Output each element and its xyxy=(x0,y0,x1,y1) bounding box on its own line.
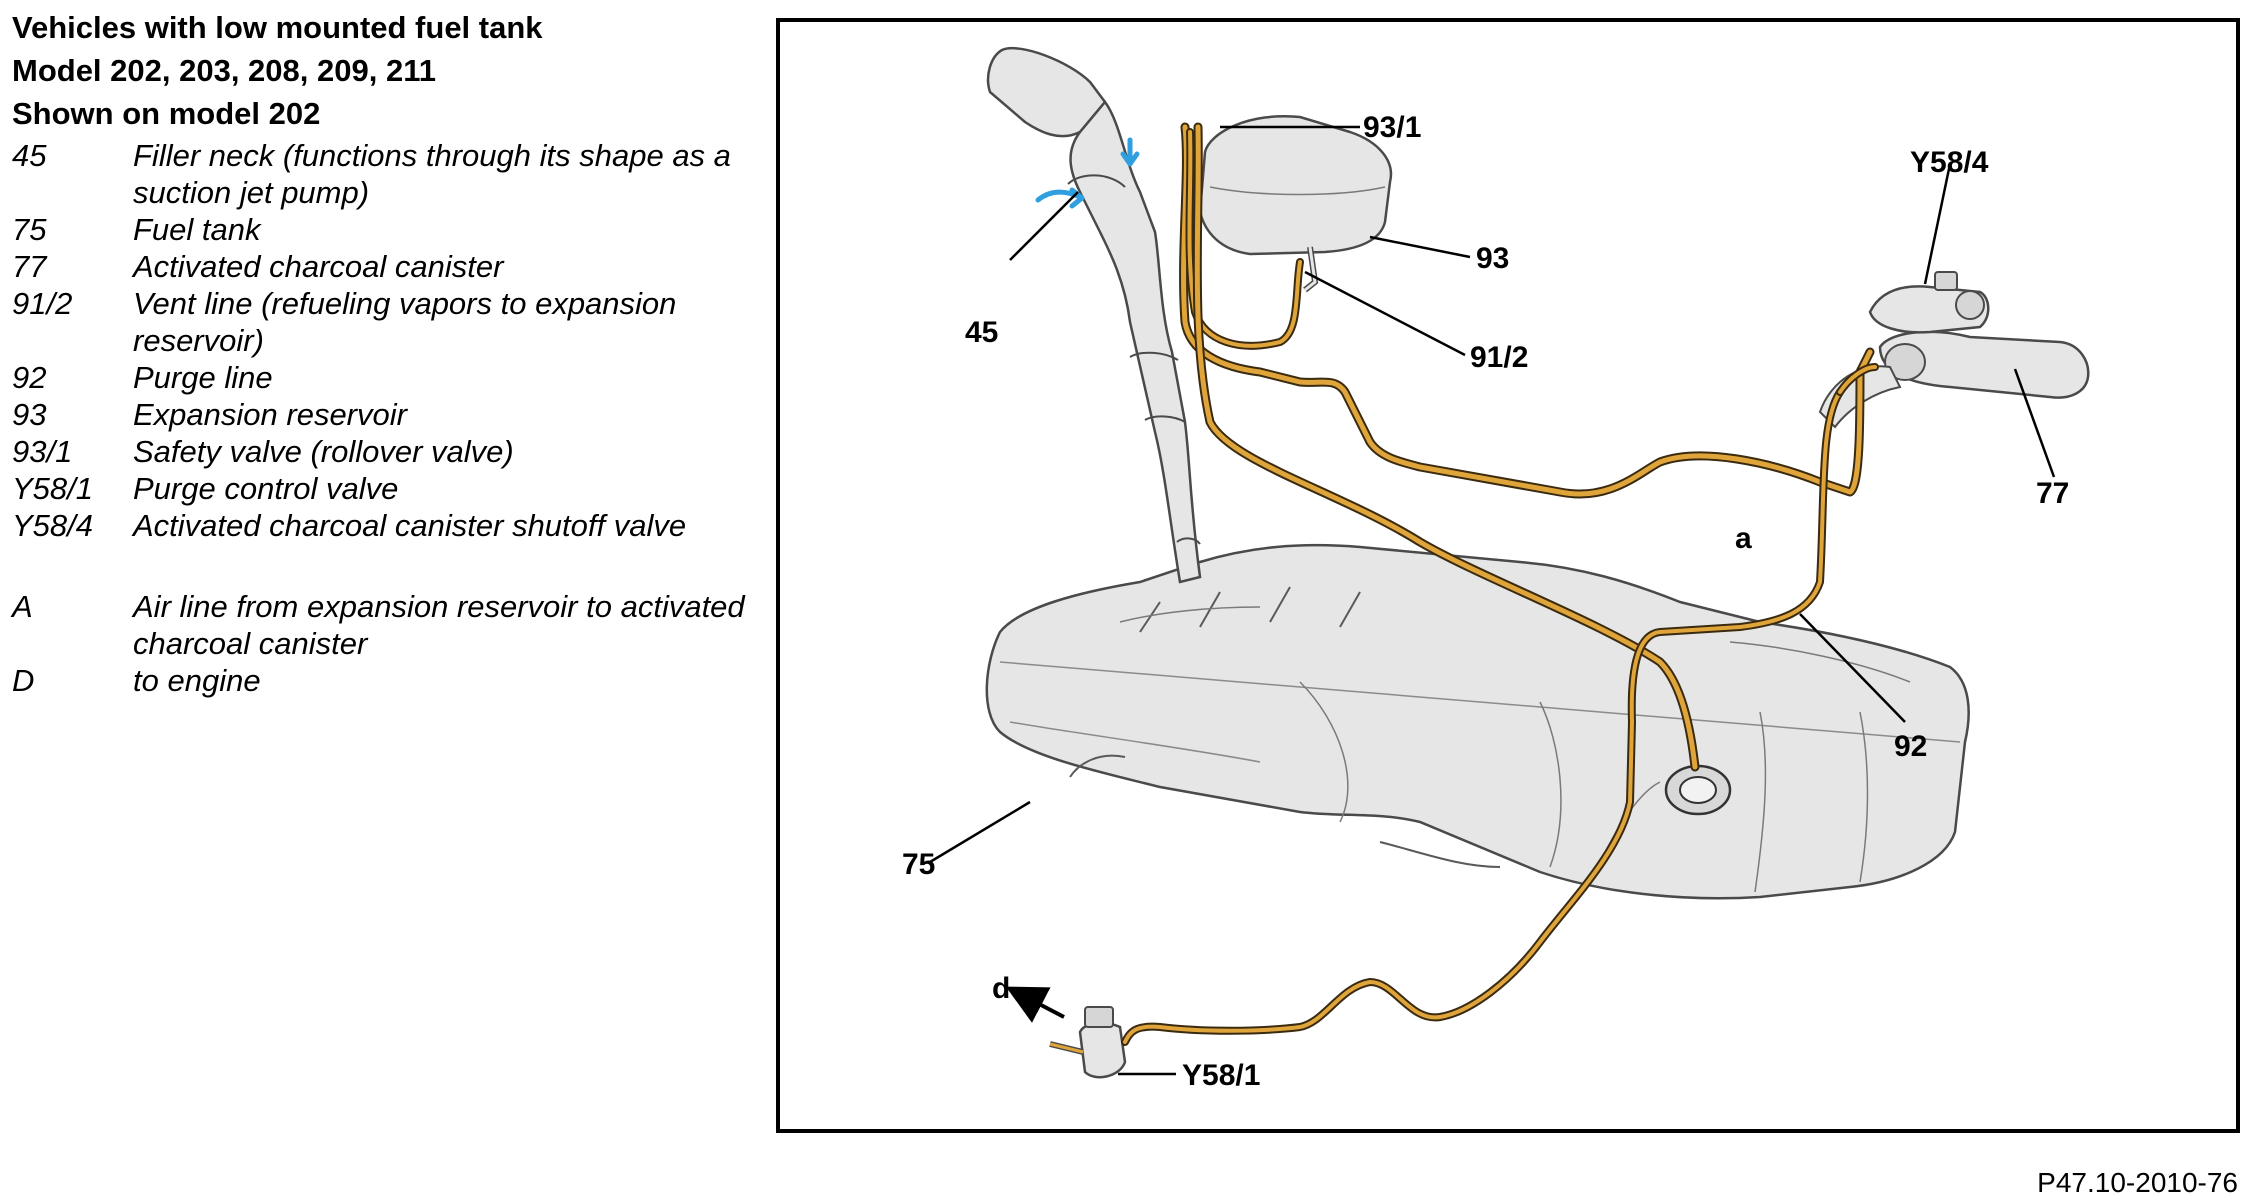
legend-key: Y58/4 xyxy=(12,508,94,543)
legend-heading-shown-on: Shown on model 202 xyxy=(12,96,321,131)
flow-arrow-icon xyxy=(1120,137,1140,167)
legend-description: Activated charcoal canister shutoff valv… xyxy=(133,508,687,543)
callout-93-1: 93/1 xyxy=(1363,111,1421,144)
callout-92: 92 xyxy=(1894,730,1927,763)
callout-y58-4: Y58/4 xyxy=(1910,146,1989,179)
leader-line xyxy=(929,800,1031,864)
filler-neck xyxy=(986,46,1202,584)
leader-lines xyxy=(929,125,2056,1076)
legend-description: to engine xyxy=(133,663,261,698)
legend-description: Activated charcoal canister xyxy=(133,249,504,284)
legend-description: Air line from expansion reservoir to act… xyxy=(133,589,745,661)
callout-45: 45 xyxy=(965,316,998,349)
callout-93: 93 xyxy=(1476,242,1509,275)
legend-heading-vehicle-type: Vehicles with low mounted fuel tank xyxy=(12,10,543,45)
legend-item-75: 75 Fuel tank xyxy=(12,211,752,248)
legend-description: Safety valve (rollover valve) xyxy=(133,434,514,469)
leader-line xyxy=(1923,163,1952,285)
legend-description: Purge control valve xyxy=(133,471,399,506)
callout-77: 77 xyxy=(2036,477,2069,510)
direction-arrow-icon xyxy=(1005,986,1065,1023)
legend-key: Y58/1 xyxy=(12,471,94,506)
legend-item-93-1: 93/1 Safety valve (rollover valve) xyxy=(12,433,752,470)
legend-item-45: 45 Filler neck (functions through its sh… xyxy=(12,137,752,211)
legend-description: Expansion reservoir xyxy=(133,397,407,432)
legend-item-y58-1: Y58/1 Purge control valve xyxy=(12,470,752,507)
figure-frame: 93/1 93 91/2 45 Y58/4 77 a 92 75 d Y58/1 xyxy=(776,18,2240,1133)
legend-key: 77 xyxy=(12,249,47,284)
figure-reference-code: P47.10-2010-76 xyxy=(2037,1167,2238,1198)
leader-line xyxy=(1799,613,1906,723)
legend-description: Fuel tank xyxy=(133,212,261,247)
legend-description: Filler neck (functions through its shape… xyxy=(133,138,731,210)
legend-item-92: 92 Purge line xyxy=(12,359,752,396)
legend-heading-models: Model 202, 203, 208, 209, 211 xyxy=(12,53,436,88)
canister-shutoff-valve xyxy=(1868,271,1990,334)
callout-y58-1: Y58/1 xyxy=(1182,1059,1260,1092)
legend-item-d: D to engine xyxy=(12,662,752,699)
expansion-reservoir xyxy=(1198,114,1393,293)
leader-line xyxy=(2013,368,2056,478)
leader-line xyxy=(1369,235,1471,259)
legend-description: Purge line xyxy=(133,360,273,395)
flow-arrow-icon xyxy=(1035,187,1085,209)
legend-description: Vent line (refueling vapors to expansion… xyxy=(133,286,677,358)
callout-75: 75 xyxy=(902,848,935,881)
leader-line xyxy=(1009,191,1079,261)
legend-key: 75 xyxy=(12,212,47,247)
legend-key: 92 xyxy=(12,360,47,395)
callout-91-2: 91/2 xyxy=(1470,341,1528,374)
legend-item-91-2: 91/2 Vent line (refueling vapors to expa… xyxy=(12,285,752,359)
fuel-tank xyxy=(985,543,1970,900)
callout-labels: 93/1 93 91/2 45 Y58/4 77 a 92 75 d Y58/1 xyxy=(902,111,2069,1092)
legend-panel: Vehicles with low mounted fuel tank Mode… xyxy=(12,6,752,699)
legend-key: 91/2 xyxy=(12,286,73,321)
leader-line xyxy=(1304,270,1466,357)
legend-key: A xyxy=(12,589,33,624)
legend-key: D xyxy=(12,663,35,698)
legend-item-a: A Air line from expansion reservoir to a… xyxy=(12,588,752,662)
legend-key: 93 xyxy=(12,397,47,432)
legend-list: 45 Filler neck (functions through its sh… xyxy=(12,137,752,699)
legend-key: 93/1 xyxy=(12,434,73,469)
legend-key: 45 xyxy=(12,138,47,173)
fuel-system-illustration: 93/1 93 91/2 45 Y58/4 77 a 92 75 d Y58/1 xyxy=(902,46,2090,1092)
purge-control-valve xyxy=(1049,1006,1127,1079)
legend-item-77: 77 Activated charcoal canister xyxy=(12,248,752,285)
hoses xyxy=(1121,122,1879,1046)
callout-d: d xyxy=(992,972,1010,1005)
legend-item-y58-4: Y58/4 Activated charcoal canister shutof… xyxy=(12,507,752,544)
legend-item-93: 93 Expansion reservoir xyxy=(12,396,752,433)
callout-a: a xyxy=(1735,522,1752,555)
